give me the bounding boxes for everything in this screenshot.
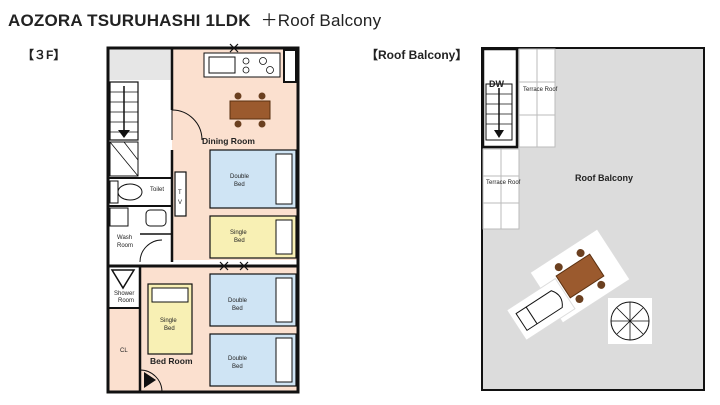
double-bed-3 xyxy=(209,333,297,387)
double-bed-1 xyxy=(209,149,297,209)
third-floor-plan: Dining Room Bed Room Toilet Wash Room Sh… xyxy=(106,43,300,394)
double-bed-2-label-1: Double xyxy=(228,298,248,304)
wash-label-1: Wash xyxy=(117,235,132,241)
page-title: AOZORA TSURUHASHI 1LDK ＋Roof Balcony xyxy=(8,6,381,31)
dining-room-label: Dining Room xyxy=(202,136,255,146)
double-bed-3-label-1: Double xyxy=(228,356,248,362)
roof-section-label: 【Roof Balcony】 xyxy=(366,48,468,62)
terrace-roof-top-label: Terrace Roof xyxy=(523,87,558,93)
shower-label-1: Shower xyxy=(114,291,134,297)
dining-table xyxy=(229,92,271,128)
stairs xyxy=(109,81,139,177)
toilet-label: Toilet xyxy=(150,187,164,193)
title-text: AOZORA TSURUHASHI 1LDK xyxy=(8,11,251,30)
closet-area xyxy=(108,308,140,392)
tv-label-2: V xyxy=(178,200,182,206)
roof-parasol xyxy=(608,298,652,344)
single-bed-2 xyxy=(147,283,193,355)
roof-balcony-label: Roof Balcony xyxy=(575,173,633,183)
double-bed-2-label-2: Bed xyxy=(232,306,243,312)
wash-label-2: Room xyxy=(117,243,133,249)
single-bed-1-label-1: Single xyxy=(230,230,247,236)
dw-label: DW xyxy=(489,79,504,89)
subtitle-text: ＋Roof Balcony xyxy=(260,11,382,30)
double-bed-1-label-1: Double xyxy=(230,174,250,180)
single-bed-1-label-2: Bed xyxy=(234,238,245,244)
toilet-fixture xyxy=(109,180,143,204)
kitchen-counter xyxy=(203,49,297,83)
shower-fixture xyxy=(110,269,136,290)
double-bed-3-label-2: Bed xyxy=(232,364,243,370)
bed-room-label: Bed Room xyxy=(150,356,193,366)
closet-label: CL xyxy=(120,348,128,354)
single-bed-2-label-2: Bed xyxy=(164,326,175,332)
shower-label-2: Room xyxy=(118,298,134,304)
terrace-roof-top xyxy=(518,48,556,148)
single-bed-1 xyxy=(209,215,297,259)
double-bed-1-label-2: Bed xyxy=(234,182,245,188)
terrace-roof-left-label: Terrace Roof xyxy=(486,180,521,186)
terrace-roof-left xyxy=(482,148,520,230)
wash-basin xyxy=(109,207,167,227)
tv-unit xyxy=(174,171,187,217)
roof-lounge-chair xyxy=(506,277,576,342)
tv-label-1: T xyxy=(178,190,182,196)
roof-balcony-plan: DW Terrace Roof Terrace Roof Roof Balcon… xyxy=(481,47,705,391)
single-bed-2-label-1: Single xyxy=(160,318,177,324)
floor-label: 【３F】 xyxy=(22,48,66,62)
double-bed-2 xyxy=(209,273,297,327)
